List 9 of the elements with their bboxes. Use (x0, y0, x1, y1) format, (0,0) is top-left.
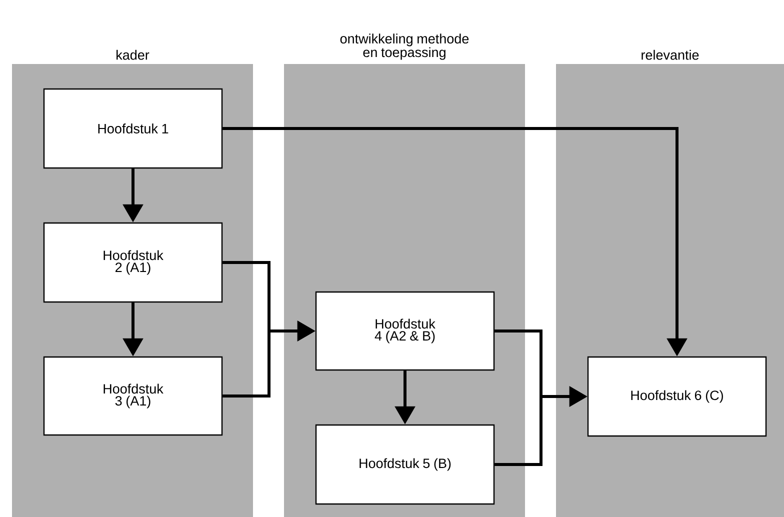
chapter-box: Hoofdstuk 3 (A1) (43, 356, 223, 436)
chapter-box: Hoofdstuk 5 (B) (315, 424, 495, 505)
chapter-box: Hoofdstuk 1 (43, 88, 223, 169)
node-label: ontwikkeling methode en toepassing (340, 34, 469, 60)
chapter-box: Hoofdstuk 2 (A1) (43, 222, 223, 303)
chapter-box: Hoofdstuk 4 (A2 & B) (315, 291, 495, 371)
node-label: relevantie (642, 50, 699, 60)
chapter-box: Hoofdstuk 6 (C) (587, 356, 767, 437)
node-label: kader (116, 50, 150, 60)
